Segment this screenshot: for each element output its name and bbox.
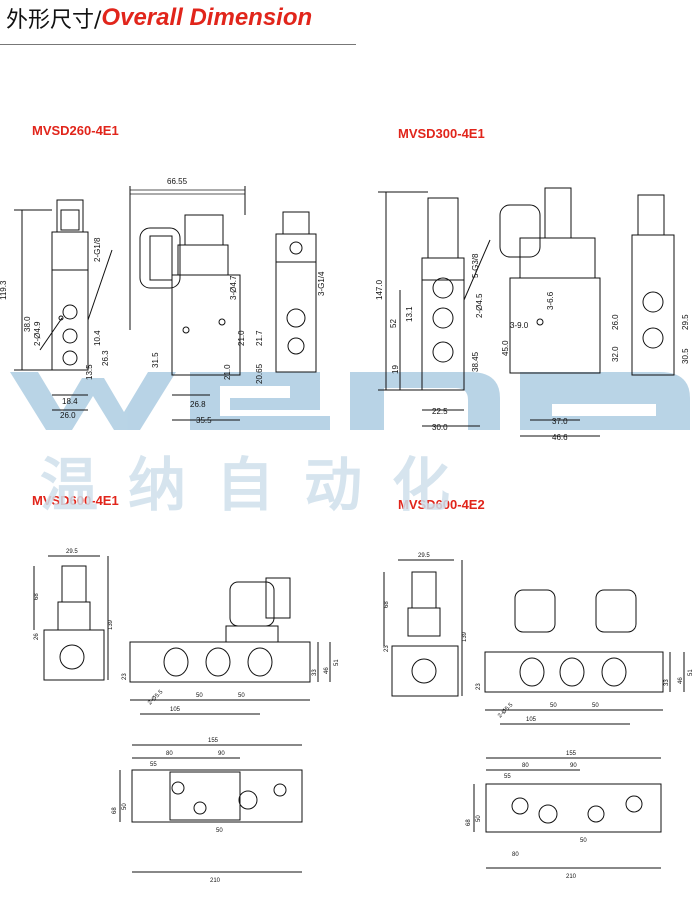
- drawing-mvsd600-4e2: [383, 559, 685, 869]
- dim-mvsd600e2-16: 68: [466, 819, 472, 826]
- dim-mvsd300-9: 38.45: [471, 351, 480, 372]
- header-rule: [0, 44, 356, 45]
- dim-mvsd260-9: 26.3: [101, 350, 110, 366]
- dim-mvsd260-3: 2-G1/8: [93, 237, 102, 262]
- dim-mvsd300-10: 19: [391, 365, 400, 374]
- dim-mvsd600e2-19: 80: [512, 852, 519, 858]
- dim-mvsd300-13: 32.0: [611, 346, 620, 362]
- dim-mvsd600e1-10: 50: [238, 693, 245, 699]
- dim-mvsd600e2-2: 68: [384, 601, 390, 608]
- dim-mvsd300-14: 30.5: [681, 348, 690, 364]
- dim-mvsd300-8: 45.0: [501, 340, 510, 356]
- dim-mvsd260-1: 66.55: [167, 177, 188, 186]
- dim-mvsd600e2-1: 29.5: [418, 553, 430, 559]
- dim-mvsd260-14: 21.0: [237, 330, 246, 346]
- dim-mvsd600e2-8: 51: [688, 669, 694, 676]
- dim-mvsd260-7: 2-Ø4.9: [33, 321, 42, 346]
- dim-mvsd300-15: 22.5: [432, 407, 448, 416]
- dim-mvsd600e2-10: 50: [592, 703, 599, 709]
- dim-mvsd600e1-12: 155: [208, 738, 219, 744]
- dim-mvsd260-6: 38.0: [23, 316, 32, 332]
- dim-mvsd300-2: 5-G3/8: [471, 253, 480, 278]
- dim-mvsd600e1-2: 68: [34, 593, 40, 600]
- dim-mvsd600e1-5: 23: [122, 673, 128, 680]
- dim-mvsd600e1-9: 50: [196, 693, 203, 699]
- dim-mvsd600e2-4: 23: [384, 645, 390, 652]
- dim-mvsd600e2-21: 2-Ø5.5: [497, 702, 515, 720]
- dim-mvsd600e2-14: 90: [570, 763, 577, 769]
- dim-mvsd600e1-14: 90: [218, 751, 225, 757]
- dim-mvsd600e1-7: 46: [324, 667, 330, 674]
- dim-mvsd600e1-8: 51: [334, 659, 340, 666]
- page-header: 外形尺寸/Overall Dimension: [6, 2, 313, 33]
- dim-mvsd300-12: 29.5: [681, 314, 690, 330]
- dim-mvsd600e2-20: 210: [566, 874, 577, 880]
- model-label-mvsd260: MVSD260-4E1: [32, 123, 119, 138]
- dim-mvsd600e1-15: 55: [150, 762, 157, 768]
- dim-mvsd600e2-17: 50: [476, 815, 482, 822]
- dim-mvsd600e1-3: 139: [108, 619, 114, 630]
- dim-mvsd300-17: 37.0: [552, 417, 568, 426]
- dim-mvsd300-16: 30.0: [432, 423, 448, 432]
- dim-mvsd300-7: 3-9.0: [510, 321, 529, 330]
- dim-mvsd300-18: 46.6: [552, 433, 568, 442]
- dim-mvsd260-4: 3-Ø4.7: [229, 275, 238, 300]
- dim-mvsd600e1-11: 105: [170, 707, 181, 713]
- model-label-mvsd600-4e1: MVSD600-4E1: [32, 493, 119, 508]
- dim-mvsd600e2-13: 80: [522, 763, 529, 769]
- dim-mvsd600e2-9: 50: [550, 703, 557, 709]
- dim-mvsd600e2-18: 50: [580, 838, 587, 844]
- dim-mvsd300-4: 2-Ø4.5: [475, 293, 484, 318]
- dim-mvsd600e1-16: 68: [112, 807, 118, 814]
- drawing-mvsd260: [14, 186, 317, 421]
- dim-mvsd600e2-3: 139: [462, 631, 468, 642]
- dim-mvsd600e1-20: 2-Ø5.5: [147, 689, 165, 707]
- dim-mvsd260-18: 26.8: [190, 400, 206, 409]
- dim-mvsd600e2-6: 33: [664, 679, 670, 686]
- watermark-chinese: 温纳自动化: [40, 451, 481, 519]
- drawing-mvsd300: [378, 187, 675, 437]
- dim-mvsd600e1-18: 50: [216, 828, 223, 834]
- dim-mvsd300-11: 26.0: [611, 314, 620, 330]
- dim-mvsd260-16: 21.7: [255, 330, 264, 346]
- dim-mvsd600e1-4: 26: [34, 633, 40, 640]
- dim-mvsd600e2-12: 155: [566, 751, 577, 757]
- dim-mvsd600e1-13: 80: [166, 751, 173, 757]
- watermark-logo: [10, 372, 690, 430]
- dim-mvsd260-12: 26.0: [60, 411, 76, 420]
- dim-mvsd300-6: 3-6.6: [546, 291, 555, 310]
- dim-mvsd260-19: 35.5: [196, 416, 212, 425]
- dim-mvsd300-5: 13.1: [405, 306, 414, 322]
- dim-mvsd600e1-1: 29.5: [66, 549, 78, 555]
- dim-mvsd600e2-15: 55: [504, 774, 511, 780]
- title-english: Overall Dimension: [101, 4, 313, 31]
- dim-mvsd260-13: 31.5: [151, 352, 160, 368]
- dim-mvsd260-5: 3-G1/4: [317, 271, 326, 296]
- dim-mvsd300-3: 52: [389, 319, 398, 328]
- dim-mvsd300-1: 147.0: [375, 279, 384, 300]
- dim-mvsd260-11: 18.4: [62, 397, 78, 406]
- dim-mvsd260-10: 13.5: [85, 364, 94, 380]
- dim-mvsd600e2-5: 23: [476, 683, 482, 690]
- dim-mvsd260-2: 119.3: [0, 280, 8, 300]
- dim-mvsd260-17: 20.65: [255, 363, 264, 384]
- dim-mvsd260-8: 10.4: [93, 330, 102, 346]
- model-label-mvsd600-4e2: MVSD600-4E2: [398, 497, 485, 512]
- dim-mvsd260-15: 21.0: [223, 364, 232, 380]
- dim-mvsd600e1-17: 50: [122, 803, 128, 810]
- title-chinese: 外形尺寸/: [6, 8, 102, 33]
- dim-mvsd600e1-19: 210: [210, 878, 221, 884]
- model-label-mvsd300: MVSD300-4E1: [398, 126, 485, 141]
- dim-mvsd600e1-6: 33: [312, 669, 318, 676]
- dim-mvsd600e2-11: 105: [526, 717, 537, 723]
- drawing-mvsd600-4e1: [33, 555, 331, 873]
- dim-mvsd600e2-7: 46: [678, 677, 684, 684]
